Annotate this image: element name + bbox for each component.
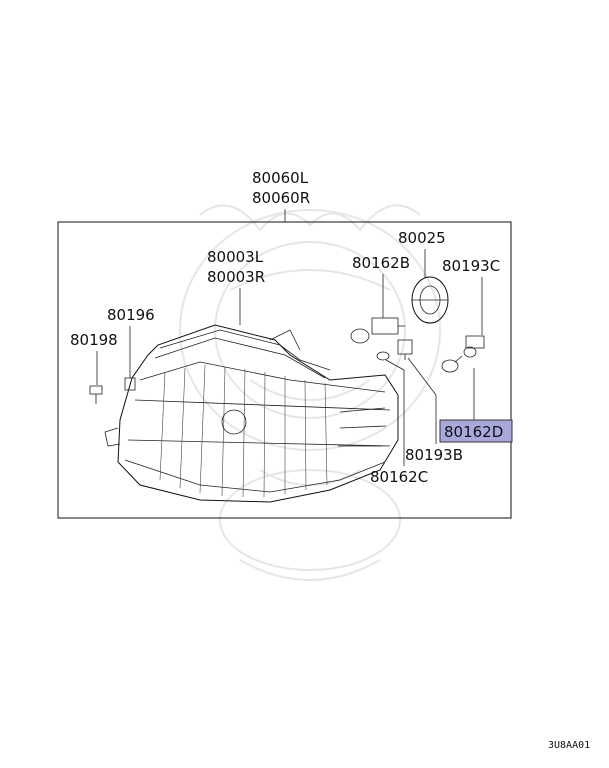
figure-code: 3U8AA01: [548, 740, 590, 751]
label-80003R[interactable]: 80003R: [207, 268, 265, 286]
bulb-80162D: [441, 355, 463, 373]
socket-80193C: [463, 335, 485, 358]
label-80193B[interactable]: 80193B: [405, 446, 463, 464]
bulb-80162C: [376, 351, 390, 361]
label-80003L[interactable]: 80003L: [207, 248, 264, 266]
bulb-80162B: [350, 317, 405, 344]
label-80193C[interactable]: 80193C: [442, 257, 500, 275]
label-80162B[interactable]: 80162B: [352, 254, 410, 272]
label-80198[interactable]: 80198: [70, 331, 118, 349]
headlight-housing: [104, 324, 399, 503]
label-80025[interactable]: 80025: [398, 229, 446, 247]
clip-80196: [124, 377, 136, 391]
label-80196[interactable]: 80196: [107, 306, 155, 324]
screw-80198: [89, 385, 103, 404]
watermark-emblem: [179, 204, 441, 581]
highlight-80162D[interactable]: [439, 419, 513, 443]
socket-80025: [411, 276, 449, 324]
socket-80193B: [397, 339, 413, 360]
label-80162D[interactable]: 80162D: [444, 423, 503, 441]
label-80060L[interactable]: 80060L: [252, 169, 309, 187]
leader-80193B: [407, 357, 437, 396]
assembly-frame: [57, 221, 512, 519]
leader-80162C: [385, 359, 405, 371]
label-80060R[interactable]: 80060R: [252, 189, 310, 207]
label-80162C[interactable]: 80162C: [370, 468, 428, 486]
